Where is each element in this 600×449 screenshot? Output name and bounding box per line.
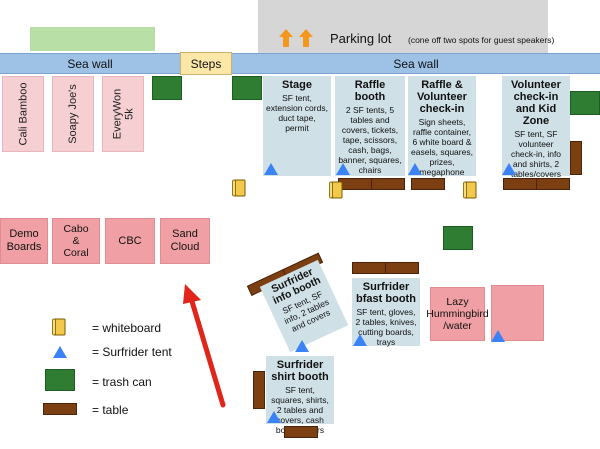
vendor-everywon-5k: EveryWon 5k: [102, 76, 144, 152]
legend-trash: = trash can: [92, 375, 152, 389]
trash-can: [232, 76, 262, 100]
sea-wall-right: Sea wall: [232, 53, 600, 74]
lazy-hummingbird-booth: Lazy Hummingbird /water: [426, 287, 489, 341]
surfrider-bfast-booth: Surfrider bfast booth SF tent, gloves, 2…: [352, 278, 420, 347]
parking-lot: Parking lot (cone off two spots for gues…: [258, 0, 554, 54]
parking-arrows: [278, 27, 318, 54]
up-arrow-icon: [279, 29, 313, 47]
entrance-arrow-icon: [183, 284, 226, 408]
surfrider-tent-icon: [336, 163, 350, 175]
stage-title: Stage: [282, 79, 312, 91]
surfrider-tent-icon: [53, 346, 67, 358]
whiteboard-icon: [463, 181, 477, 199]
surfrider-tent-icon: [264, 163, 278, 175]
surfrider-tent-icon: [408, 163, 422, 175]
grass-area: [30, 27, 155, 51]
sea-wall-left: Sea wall: [0, 53, 180, 74]
table: [536, 178, 570, 190]
legend-table: = table: [92, 403, 129, 417]
surfrider-tent-icon: [502, 163, 516, 175]
raffle-desc: 2 SF tents, 5 tables and covers, tickets…: [338, 105, 402, 175]
whiteboard-icon: [52, 318, 66, 336]
cbc-booth: CBC: [105, 218, 155, 264]
table: [253, 371, 265, 409]
vendor-soapy-joes: Soapy Joe's: [52, 76, 94, 152]
raffle-title: Raffle booth: [354, 79, 386, 103]
whiteboard-icon: [329, 181, 343, 199]
raffle-volunteer-desc: Sign sheets, raffle container, 6 white b…: [411, 117, 473, 177]
parking-label: Parking lot: [330, 31, 392, 46]
legend-whiteboard: = whiteboard: [92, 321, 162, 335]
trash-can: [443, 226, 473, 250]
volunteer-kid-title: Volunteer check-in and Kid Zone: [511, 79, 561, 127]
table: [338, 178, 372, 190]
table: [385, 262, 419, 274]
surfrider-tent-icon: [353, 334, 367, 346]
trash-can: [570, 91, 600, 115]
raffle-volunteer-title: Raffle & Volunteer check-in: [417, 79, 467, 115]
surfrider-tent-icon: [295, 340, 309, 352]
surfrider-tent-icon: [267, 411, 281, 423]
vendor-cali-bamboo: Cali Bamboo: [2, 76, 44, 152]
pink-booth-empty: [491, 285, 544, 341]
raffle-volunteer-booth: Raffle & Volunteer check-in Sign sheets,…: [408, 76, 476, 177]
surfrider-tent-icon: [491, 330, 505, 342]
stage-booth: Stage SF tent, extension cords, duct tap…: [263, 76, 331, 176]
table: [503, 178, 537, 190]
whiteboard-icon: [232, 179, 246, 197]
legend-tent: = Surfrider tent: [92, 345, 172, 359]
parking-note: (cone off two spots for guest speakers): [408, 35, 555, 45]
cabo-coral-booth: Cabo & Coral: [52, 218, 100, 264]
trash-can: [45, 369, 75, 391]
stage-desc: SF tent, extension cords, duct tape, per…: [266, 93, 328, 133]
demo-boards-booth: Demo Boards: [0, 218, 48, 264]
table: [371, 178, 405, 190]
volunteer-kid-desc: SF tent, SF volunteer check-in, info and…: [510, 129, 562, 179]
steps: Steps: [180, 52, 232, 75]
sand-cloud-booth: Sand Cloud: [160, 218, 210, 264]
trash-can: [152, 76, 182, 100]
table: [284, 426, 318, 438]
raffle-booth: Raffle booth 2 SF tents, 5 tables and co…: [335, 76, 405, 176]
table: [43, 403, 77, 415]
bfast-desc: SF tent, gloves, 2 tables, knives, cutti…: [355, 307, 417, 347]
volunteer-kid-zone-booth: Volunteer check-in and Kid Zone SF tent,…: [502, 76, 570, 179]
table: [570, 141, 582, 175]
bfast-title: Surfrider bfast booth: [356, 281, 416, 305]
shirt-title: Surfrider shirt booth: [271, 359, 329, 383]
table: [411, 178, 445, 190]
table: [352, 262, 386, 274]
